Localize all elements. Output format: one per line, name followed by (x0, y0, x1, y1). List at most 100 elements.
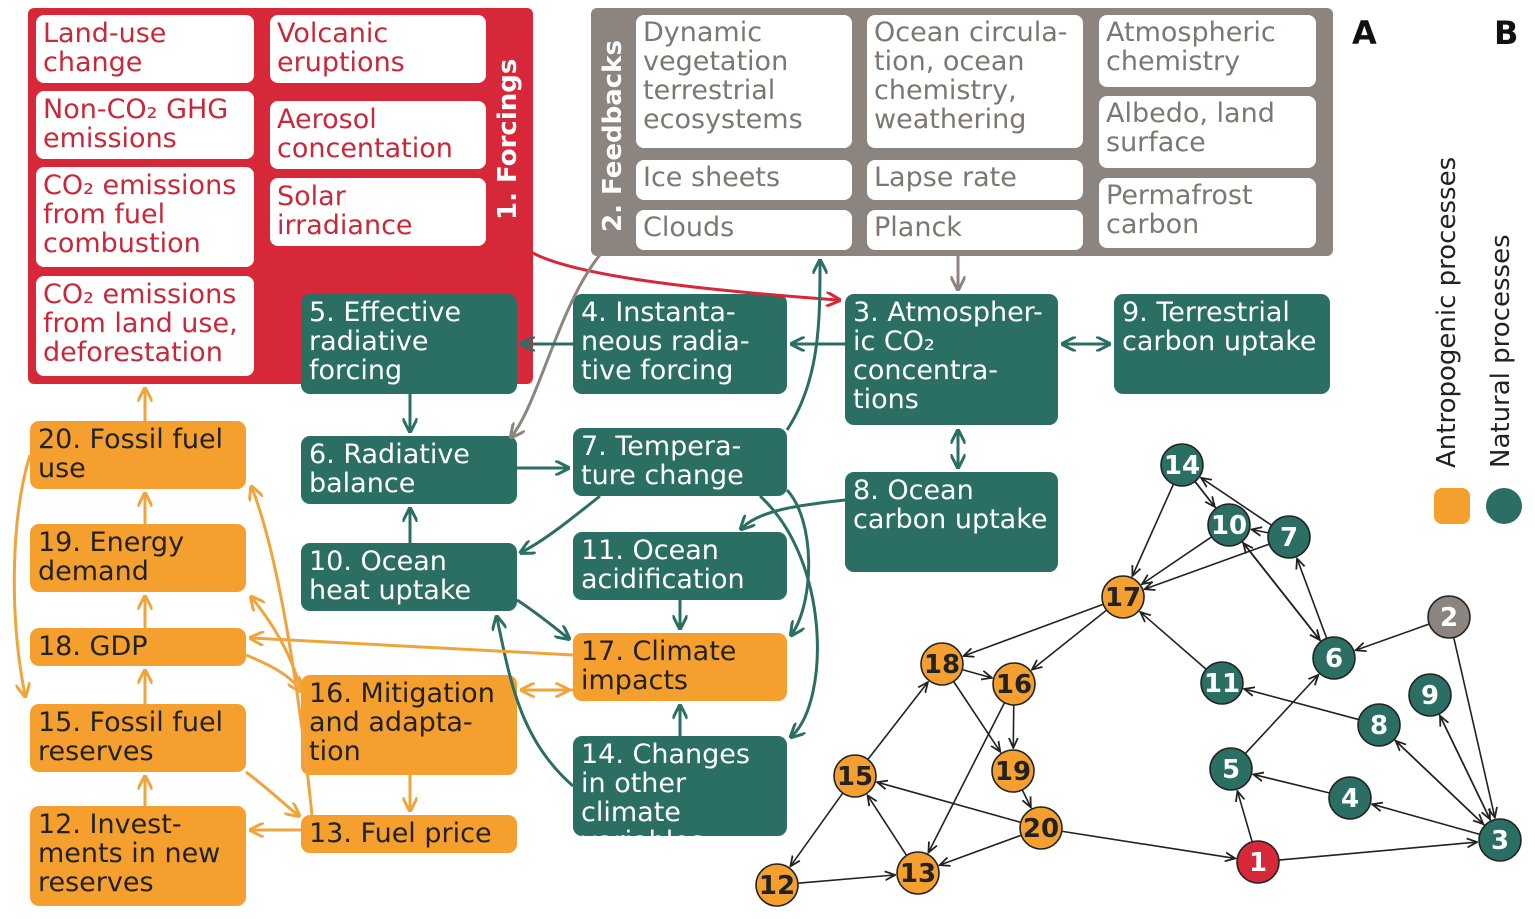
network-edge-4-5 (1253, 774, 1330, 794)
network-edge-13-15 (868, 795, 908, 856)
network-edge-12-13 (797, 875, 895, 885)
network-node-label-16: 16 (996, 670, 1032, 700)
network-node-5: 5 (1209, 747, 1253, 791)
box-13-fuel-price: 13. Fuel price (301, 815, 517, 853)
network-edge-16-13 (928, 702, 1006, 853)
network-node-label-20: 20 (1023, 814, 1059, 844)
box-12-investments: 12. Invest-ments in new reserves (30, 806, 246, 906)
network-node-3: 3 (1478, 818, 1522, 862)
legend-natural-swatch (1486, 488, 1522, 524)
network-node-10: 10 (1207, 503, 1251, 547)
network-edge-5-6 (1244, 675, 1318, 755)
network-node-12: 12 (755, 863, 799, 907)
network-node-label-12: 12 (759, 871, 795, 901)
network-edge-15-18 (867, 682, 928, 760)
box-16-mitigation: 16. Mitigation and adapta-tion (301, 675, 517, 775)
forcing-aerosol: Aerosol concentation (270, 101, 486, 169)
forcing-land-use-change: Land-use change (36, 15, 254, 83)
feedback-atmospheric-chemistry: Atmospheric chemistry (1099, 15, 1316, 87)
box-11-ocean-acidification: 11. Ocean acidification (573, 532, 787, 600)
box-8-ocean-carbon: 8. Ocean carbon uptake (845, 472, 1058, 572)
box-20-fossil-fuel-use: 20. Fossil fuel use (30, 421, 246, 489)
box-15-fossil-fuel-reserves: 15. Fossil fuel reserves (30, 704, 246, 772)
network-edge-10-17 (1142, 536, 1213, 584)
box-19-energy-demand: 19. Energy demand (30, 524, 246, 592)
network-edge-14-17 (1132, 483, 1175, 576)
network-edge-20-13 (940, 834, 1022, 865)
network-node-2: 2 (1427, 595, 1471, 639)
network-node-label-14: 14 (1164, 451, 1200, 481)
network-node-label-2: 2 (1440, 603, 1458, 633)
network-edge-20-1 (1061, 830, 1236, 858)
network-node-label-4: 4 (1341, 784, 1359, 814)
network-node-13: 13 (896, 851, 940, 895)
network-node-label-6: 6 (1325, 644, 1343, 674)
network-edge-2-6 (1356, 623, 1430, 650)
network-node-8: 8 (1357, 703, 1401, 747)
network-edge-6-7 (1297, 559, 1328, 639)
forcing-co2-fuel: CO₂ emissions from fuel combustion (36, 167, 254, 267)
network-edge-3-4 (1372, 804, 1480, 836)
network-node-label-11: 11 (1204, 669, 1240, 699)
forcing-volcanic-eruptions: Volcanic eruptions (270, 15, 486, 83)
network-node-18: 18 (920, 642, 964, 686)
network-edge-17-18 (964, 603, 1104, 656)
network-node-label-13: 13 (900, 859, 936, 889)
network-node-label-3: 3 (1491, 826, 1509, 856)
network-node-15: 15 (833, 754, 877, 798)
network-node-label-9: 9 (1421, 681, 1439, 711)
network-node-label-15: 15 (837, 762, 873, 792)
panel-letter-b: B (1494, 14, 1519, 52)
network-edge-14-6 (1194, 481, 1320, 639)
network-node-11: 11 (1200, 661, 1244, 705)
network-edge-1-5 (1237, 791, 1253, 843)
box-3-atmospheric-co2: 3. Atmospher-ic CO₂ concentra-tions (845, 294, 1058, 425)
box-17-climate-impacts: 17. Climate impacts (573, 633, 787, 701)
network-edge-1-3 (1278, 842, 1477, 861)
legend-anthropogenic-swatch (1434, 488, 1470, 524)
feedback-planck: Planck (867, 210, 1083, 250)
network-edge-19-20 (1021, 789, 1031, 808)
network-edge-7-10 (1252, 530, 1269, 533)
forcing-solar-irradiance: Solar irradiance (270, 178, 486, 246)
network-node-label-19: 19 (995, 757, 1031, 787)
network-edge-8-11 (1244, 689, 1359, 721)
network-node-19: 19 (991, 749, 1035, 793)
network-edge-15-12 (790, 792, 844, 866)
feedback-lapse-rate: Lapse rate (867, 160, 1083, 200)
network-node-label-7: 7 (1280, 523, 1298, 553)
feedback-clouds: Clouds (636, 210, 852, 250)
network-node-7: 7 (1267, 515, 1311, 559)
box-9-terrestrial-carbon: 9. Terrestrial carbon uptake (1114, 294, 1330, 394)
box-18-gdp: 18. GDP (30, 628, 246, 666)
network-node-4: 4 (1328, 776, 1372, 820)
network-edge-18-16 (962, 668, 992, 678)
forcing-co2-land-use: CO₂ emissions from land use, deforestati… (36, 276, 254, 376)
network-node-6: 6 (1312, 636, 1356, 680)
network-node-label-8: 8 (1370, 711, 1388, 741)
network-node-9: 9 (1408, 673, 1452, 717)
feedback-albedo: Albedo, land surface (1099, 96, 1316, 168)
box-4-instantaneous-forcing: 4. Instanta-neous radia-tive forcing (573, 294, 787, 394)
network-node-label-10: 10 (1211, 511, 1247, 541)
network-node-14: 14 (1160, 443, 1204, 487)
feedback-dynamic-vegetation: Dynamic vegetation terrestrial ecosystem… (636, 15, 852, 148)
network-node-label-17: 17 (1105, 583, 1141, 613)
network-edge-11-17 (1140, 612, 1207, 670)
network-node-17: 17 (1101, 575, 1145, 619)
network-edge-7-17 (1145, 543, 1270, 589)
box-6-radiative-balance: 6. Radiative balance (301, 436, 517, 504)
box-7-temperature-change: 7. Tempera-ture change (573, 428, 787, 496)
network-node-1: 1 (1236, 840, 1280, 884)
network-node-20: 20 (1019, 806, 1063, 850)
feedback-ocean-circulation: Ocean circula-tion, ocean chemistry, wea… (867, 15, 1083, 148)
network-edge-7-14 (1201, 478, 1273, 526)
box-5-effective-radiative-forcing: 5. Effective radiative forcing (301, 294, 517, 394)
network-node-16: 16 (992, 662, 1036, 706)
network-edge-18-19 (952, 681, 1001, 751)
forcing-non-co2-ghg: Non-CO₂ GHG emissions (36, 91, 254, 159)
box-10-ocean-heat: 10. Ocean heat uptake (301, 543, 517, 611)
network-edge-8-3 (1393, 738, 1483, 824)
